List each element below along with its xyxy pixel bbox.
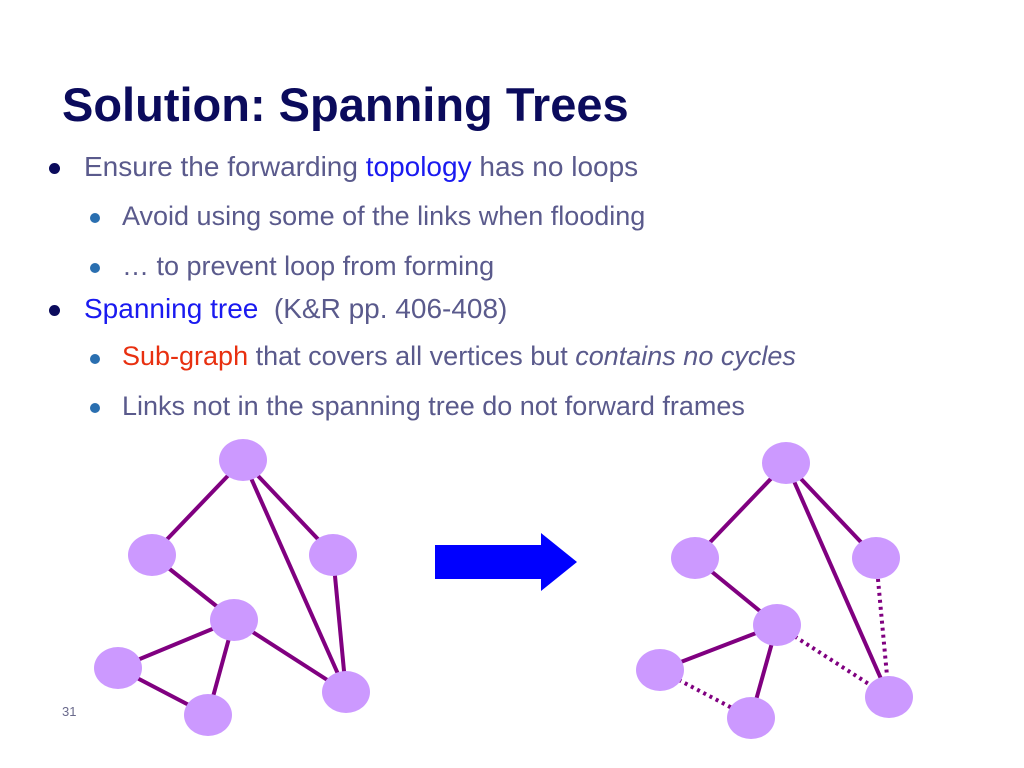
graph-node <box>309 534 357 576</box>
transform-arrow-icon <box>435 533 577 591</box>
graph-node <box>128 534 176 576</box>
no-cycles-term: contains no cycles <box>575 341 796 371</box>
tree-edge <box>784 462 891 698</box>
graph-node <box>636 649 684 691</box>
disabled-edge <box>874 557 891 698</box>
graph-node <box>753 604 801 646</box>
graph-node <box>210 599 258 641</box>
bullet-dot <box>49 305 60 316</box>
sub-bullet-avoid-links: Avoid using some of the links when flood… <box>122 201 646 231</box>
bullet-dot <box>90 213 100 223</box>
bullet-text: has no loops <box>471 151 639 182</box>
graph-node <box>852 537 900 579</box>
graph-node <box>671 537 719 579</box>
bullet-text: Ensure the forwarding <box>84 151 366 182</box>
bullet-spanning-tree: Spanning tree (K&R pp. 406-408) <box>84 292 507 326</box>
graph-node <box>94 647 142 689</box>
graph-edge <box>331 554 348 693</box>
graph-edge <box>241 459 348 693</box>
slide-number: 31 <box>62 704 77 719</box>
graph-node <box>322 671 370 713</box>
spanning-tree-nodes <box>636 442 913 739</box>
sub-bullet-sub-graph: Sub-graph that covers all vertices but c… <box>122 340 796 372</box>
spanning-tree-graph <box>659 461 891 719</box>
sub-bullet-links-not-forward: Links not in the spanning tree do not fo… <box>122 391 745 421</box>
graph-node <box>184 694 232 736</box>
bullet-forwarding-topology: Ensure the forwarding topology has no lo… <box>84 150 638 184</box>
bullet-text: that covers all vertices but <box>248 341 576 371</box>
graph-node <box>865 676 913 718</box>
bullet-text: (K&R pp. 406-408) <box>258 293 508 324</box>
bullet-dot <box>90 354 100 364</box>
bullet-dot <box>90 403 100 413</box>
original-graph-nodes <box>94 439 370 736</box>
slide-title: Solution: Spanning Trees <box>62 78 629 131</box>
spanning-tree-term: Spanning tree <box>84 293 259 324</box>
graph-node <box>762 442 810 484</box>
bullet-dot <box>49 163 60 174</box>
graph-node <box>727 697 775 739</box>
sub-graph-term: Sub-graph <box>122 341 249 371</box>
original-graph <box>117 458 348 717</box>
bullet-dot <box>90 263 100 273</box>
topology-term: topology <box>365 151 472 182</box>
sub-bullet-prevent-loop: … to prevent loop from forming <box>122 251 495 281</box>
graph-node <box>219 439 267 481</box>
